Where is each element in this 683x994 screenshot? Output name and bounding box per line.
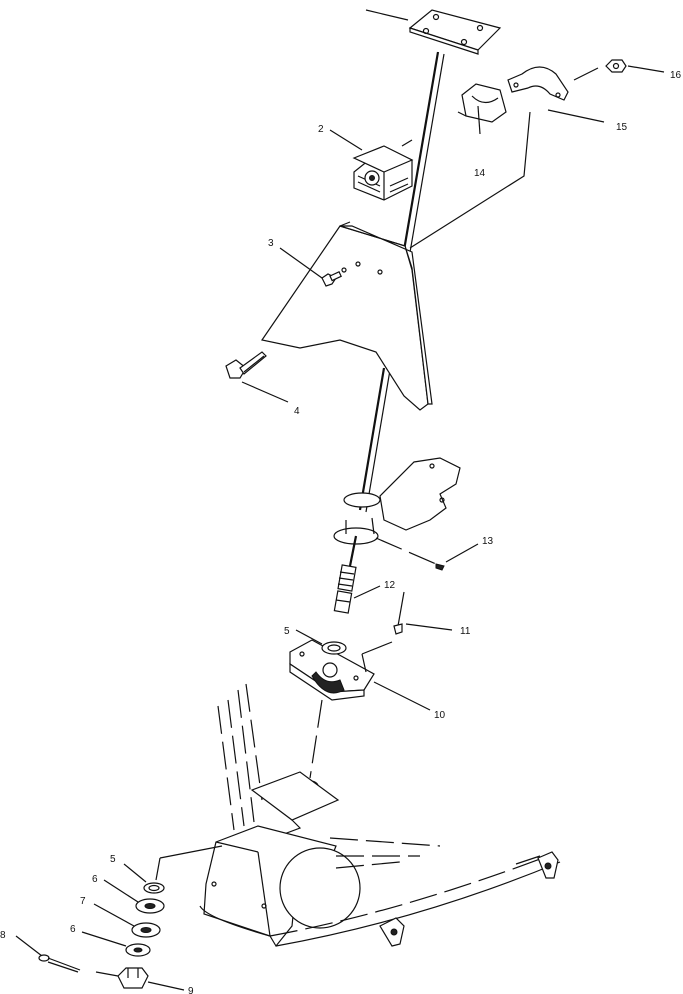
- callout-3: 3: [268, 238, 274, 249]
- callout-11: 11: [460, 626, 471, 637]
- callout-15: 15: [616, 122, 628, 133]
- castle-nut: [117, 967, 185, 991]
- callout-8: 8: [0, 930, 6, 941]
- lower-column-bracket: [333, 457, 461, 567]
- steering-block: [289, 639, 431, 711]
- flat-washer-lower: [81, 931, 151, 957]
- washer-upper: [295, 629, 347, 655]
- washer-lower: [123, 863, 165, 894]
- flat-washer-upper: [103, 879, 165, 914]
- steering-column: [358, 51, 445, 513]
- block-to-frame-leader: [309, 699, 323, 779]
- top-mounting-plate: [365, 9, 502, 55]
- column-clamp: [507, 66, 605, 123]
- callout-6-lower: 6: [70, 924, 76, 935]
- long-bolt: [225, 351, 289, 403]
- callout-10: 10: [434, 710, 446, 721]
- chassis-frame: [155, 683, 561, 948]
- lock-washer: [93, 903, 161, 938]
- bracket-screw: [375, 537, 479, 571]
- column-bushing-block: [329, 129, 414, 201]
- callout-14: 14: [474, 168, 486, 179]
- callout-6-upper: 6: [92, 874, 98, 885]
- retaining-pin: [393, 591, 453, 635]
- nut: [605, 59, 665, 73]
- callout-2: 2: [318, 124, 324, 135]
- bushing-half: [457, 83, 507, 135]
- callout-16: 16: [670, 70, 682, 81]
- cotter-pin: [15, 935, 119, 977]
- callout-5-upper: 5: [284, 626, 290, 637]
- shaft-coupler: [333, 585, 381, 614]
- callout-7: 7: [80, 896, 86, 907]
- splined-shaft: [337, 564, 357, 592]
- callout-13: 13: [482, 536, 494, 547]
- callout-9: 9: [188, 986, 194, 994]
- callout-12: 12: [384, 580, 396, 591]
- small-bolt: [279, 247, 342, 287]
- clamp-leader: [409, 111, 531, 249]
- column-support-panel: [260, 221, 433, 411]
- callout-4: 4: [294, 406, 300, 417]
- callout-5-lower: 5: [110, 854, 116, 865]
